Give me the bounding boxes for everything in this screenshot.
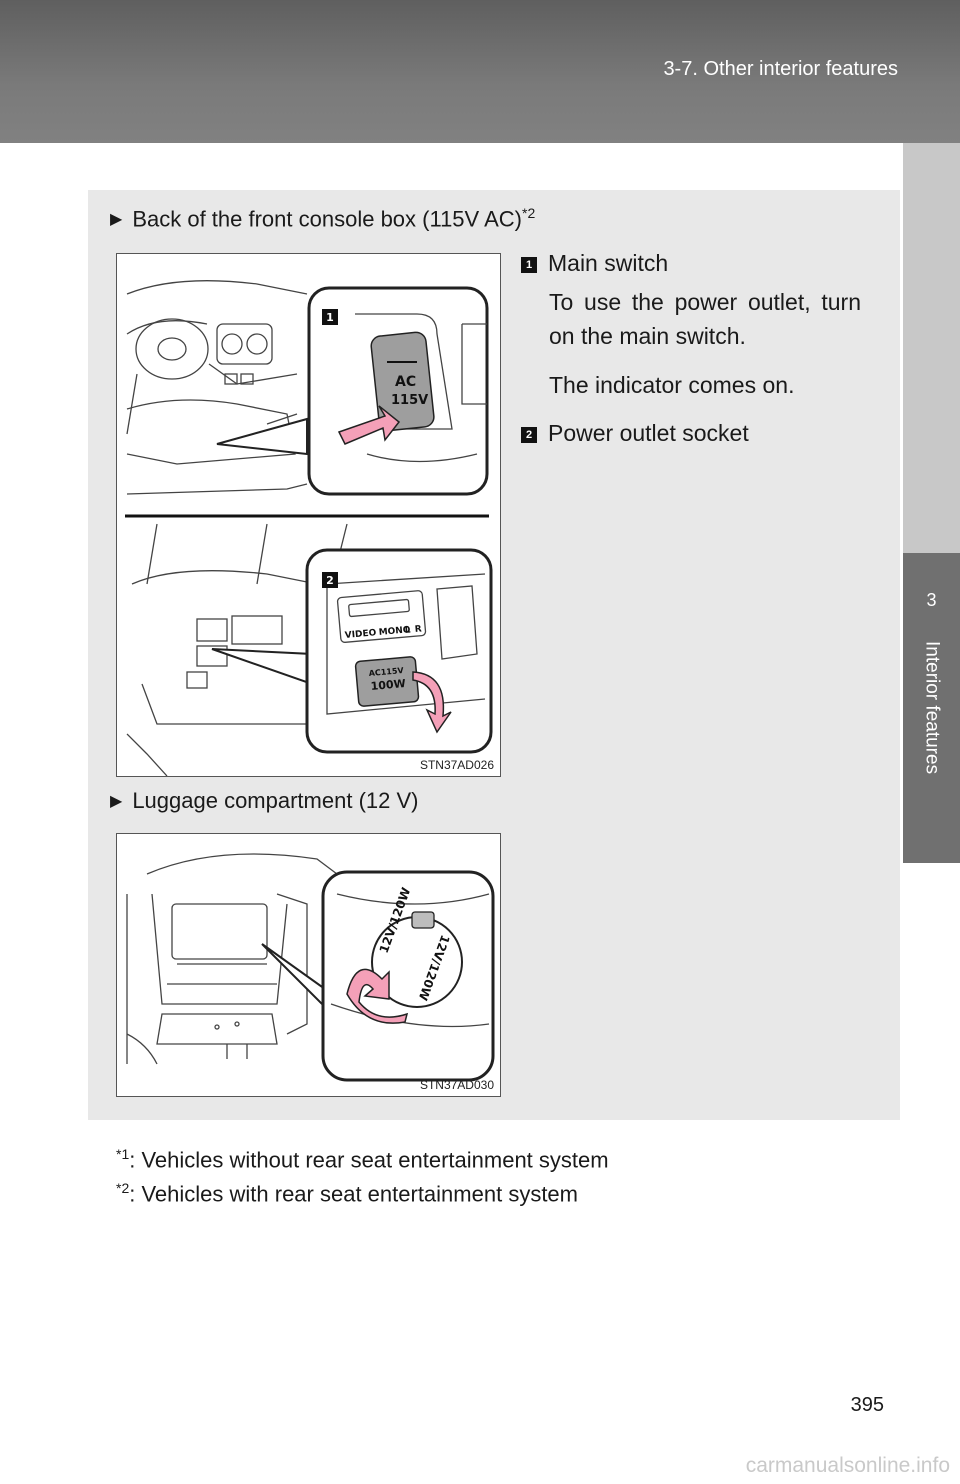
volts-label: 115V [391, 393, 428, 408]
luggage-outlet-illustration: 12V/120W 12V/120W STN37AD030 [116, 833, 501, 1097]
main-switch-description: To use the power outlet, turn on the mai… [549, 289, 861, 349]
luggage-outlet-drawing: 12V/120W 12V/120W [126, 853, 495, 1082]
page-header: 3-7. Other interior features [0, 0, 960, 143]
callout-1-badge: 1 [326, 311, 334, 324]
callout-1: 1 Main switch [521, 250, 668, 277]
bullet-arrow-icon: ▶ [110, 793, 123, 810]
callout-2-badge: 2 [326, 574, 334, 587]
callout-1-number: 1 [521, 257, 537, 273]
socket-top-label: AC115V [368, 666, 404, 678]
chapter-title: Interior features [921, 641, 943, 775]
footnote-1: *1: Vehicles without rear seat entertain… [116, 1146, 609, 1173]
ac-label: AC [395, 374, 416, 390]
chapter-tab[interactable]: 3 Interior features [903, 553, 960, 863]
figure-code: STN37AD030 [419, 1078, 494, 1092]
side-tab-spacer [903, 143, 960, 553]
footnote-2-mark: *2 [116, 1180, 130, 1196]
figure-code: STN37AD026 [419, 758, 494, 772]
r-label: R [414, 624, 422, 635]
section1-heading: ▶ Back of the front console box (115V AC)… [110, 205, 535, 232]
l-label: L [404, 626, 411, 636]
footnote-1-text: : Vehicles without rear seat entertainme… [129, 1147, 609, 1173]
callout-2-label: Power outlet socket [548, 420, 749, 446]
socket-watt-label: 100W [370, 677, 406, 693]
console-outlet-illustration: AC 115V 1 VIDEO MONO L R [116, 253, 501, 777]
section2-heading-text: Luggage compartment (12 V) [132, 788, 419, 813]
section1-heading-text: Back of the front console box (115V AC) [132, 206, 523, 232]
video-label: VIDEO [344, 628, 377, 641]
footnote-ref: *2 [522, 205, 536, 221]
watermark[interactable]: carmanualsonline.info [745, 1454, 950, 1477]
chapter-number: 3 [926, 590, 937, 610]
callout-2: 2 Power outlet socket [521, 420, 749, 447]
section2-heading: ▶ Luggage compartment (12 V) [110, 788, 418, 814]
section-title: 3-7. Other interior features [663, 58, 898, 80]
indicator-description: The indicator comes on. [549, 372, 795, 398]
bullet-arrow-icon: ▶ [110, 211, 123, 229]
footnote-1-mark: *1 [116, 1146, 130, 1162]
callout-2-number: 2 [521, 427, 537, 443]
footnote-2-text: : Vehicles with rear seat entertainment … [129, 1181, 578, 1207]
console-outlet-drawing: AC 115V 1 VIDEO MONO L R [125, 280, 493, 777]
page-number: 395 [850, 1394, 884, 1416]
callout-1-label: Main switch [548, 250, 669, 276]
mono-label: MONO [378, 625, 411, 638]
footnote-2: *2: Vehicles with rear seat entertainmen… [116, 1180, 578, 1207]
